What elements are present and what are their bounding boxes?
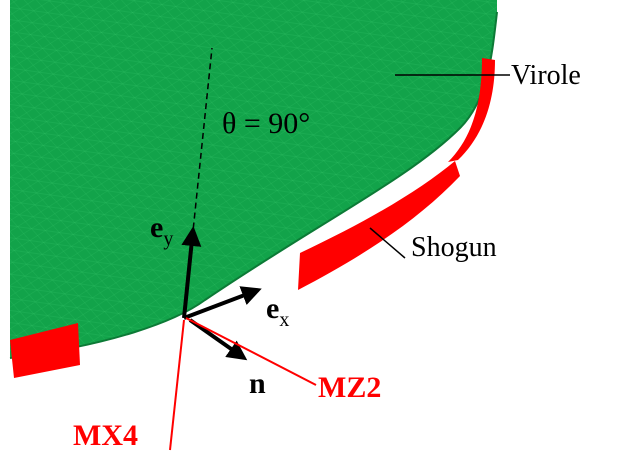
shogun-leader-line bbox=[369, 227, 406, 259]
ey-label-base: e bbox=[150, 211, 163, 244]
ex-label: ex bbox=[266, 292, 289, 331]
mz2-label: MZ2 bbox=[318, 371, 381, 404]
virole-label: Virole bbox=[511, 60, 581, 91]
n-vector-arrow bbox=[188, 318, 248, 361]
shogun-strip-top bbox=[448, 58, 495, 162]
ey-vector-arrow bbox=[181, 226, 202, 319]
ey-label-sub: y bbox=[163, 228, 173, 250]
ex-label-sub: x bbox=[279, 309, 289, 331]
n-label: n bbox=[249, 367, 266, 400]
mz2-marker-line bbox=[185, 317, 317, 386]
mx4-marker-line bbox=[169, 319, 185, 451]
theta-label: θ = 90° bbox=[222, 107, 310, 140]
ex-vector-arrow bbox=[183, 286, 262, 320]
shogun-strip-left bbox=[10, 323, 80, 378]
ex-label-base: e bbox=[266, 292, 279, 325]
ey-label: ey bbox=[150, 211, 173, 250]
mx4-label: MX4 bbox=[73, 419, 138, 452]
shogun-strip-main bbox=[298, 161, 460, 290]
shogun-label: Shogun bbox=[411, 232, 497, 263]
